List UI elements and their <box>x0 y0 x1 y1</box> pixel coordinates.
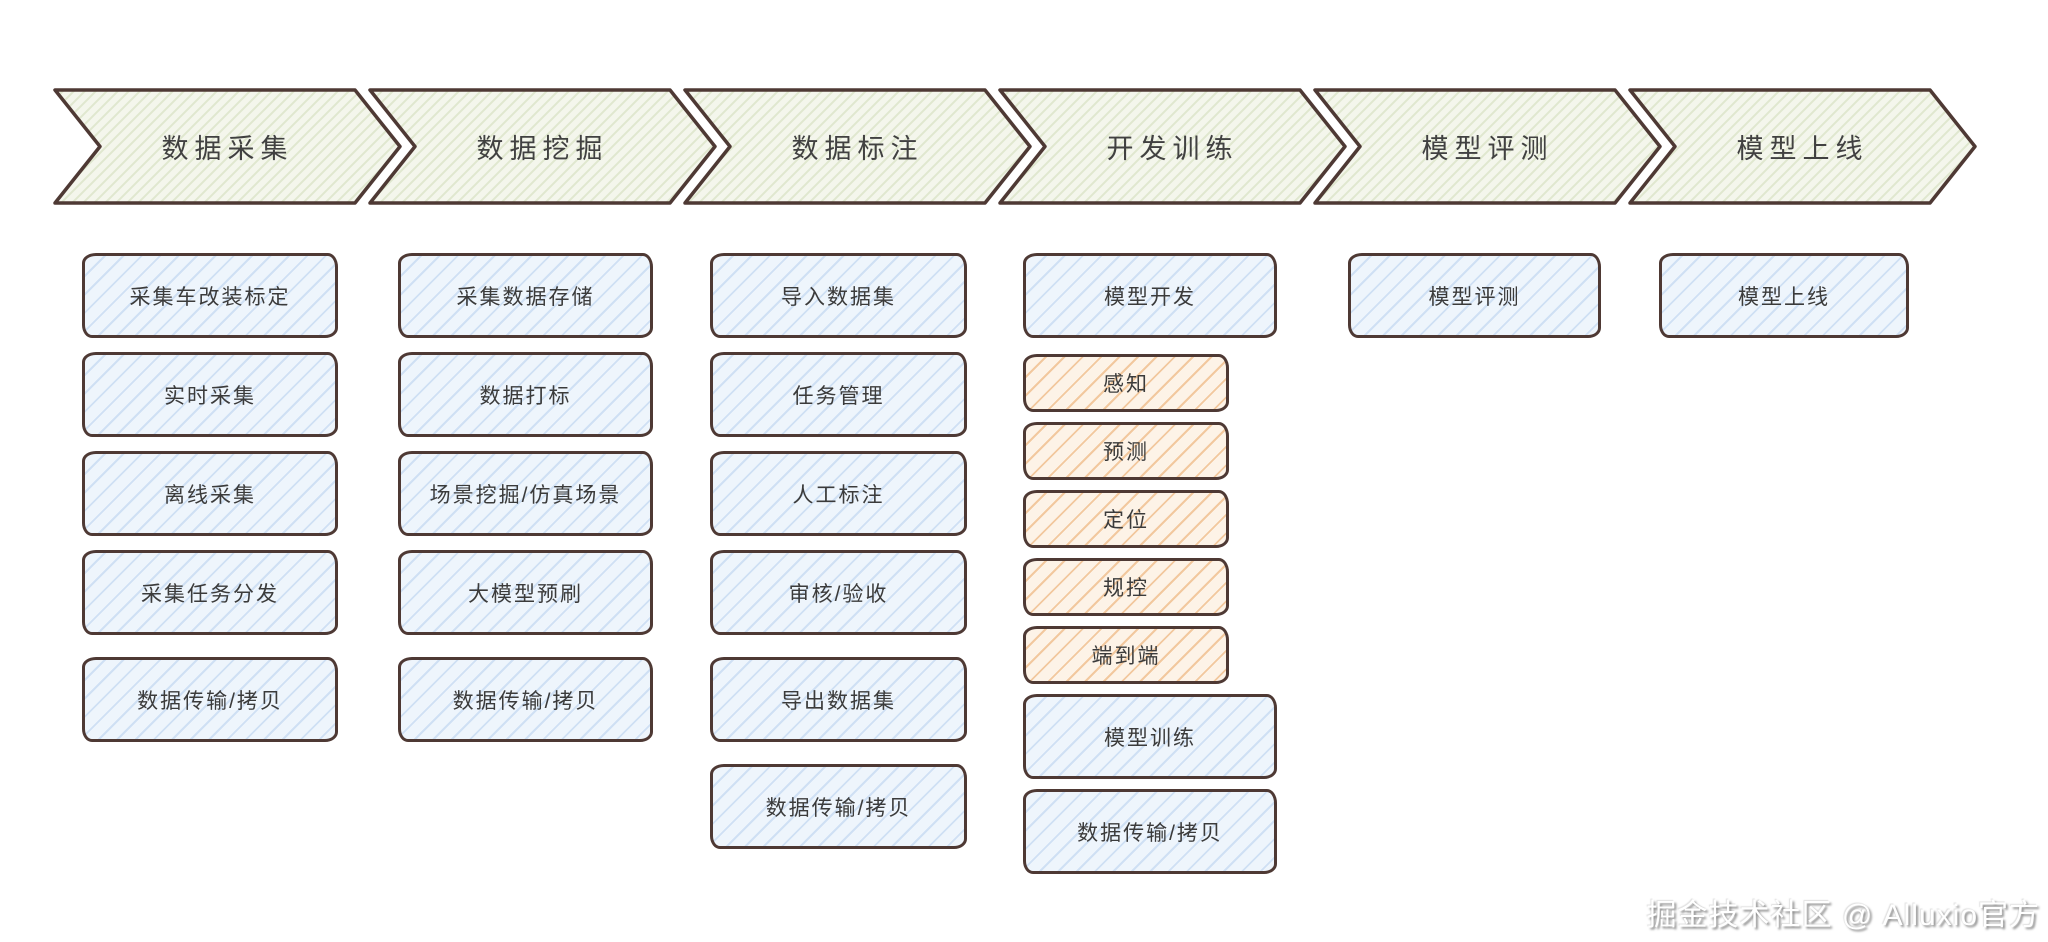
process-box-localization: 定位 <box>1023 490 1229 548</box>
column-dev-training: 模型开发 感知 预测 定位 规控 端到端 模型训练 数据传输/拷贝 <box>1023 253 1277 874</box>
process-box-planning-control: 规控 <box>1023 558 1229 616</box>
process-box: 数据打标 <box>398 352 653 437</box>
process-box-perception: 感知 <box>1023 354 1229 412</box>
column-data-collection: 采集车改装标定 实时采集 离线采集 采集任务分发 数据传输/拷贝 <box>82 253 338 742</box>
process-box: 大模型预刷 <box>398 550 653 635</box>
process-box: 导出数据集 <box>710 657 967 742</box>
stage-label-dev-training: 开发训练 <box>1106 134 1239 164</box>
stage-label-model-launch: 模型上线 <box>1736 134 1869 164</box>
process-box: 场景挖掘/仿真场景 <box>398 451 653 536</box>
column-data-mining: 采集数据存储 数据打标 场景挖掘/仿真场景 大模型预刷 数据传输/拷贝 <box>398 253 653 742</box>
process-box: 采集数据存储 <box>398 253 653 338</box>
process-box: 模型评测 <box>1348 253 1601 338</box>
process-box-end-to-end: 端到端 <box>1023 626 1229 684</box>
column-data-annotation: 导入数据集 任务管理 人工标注 审核/验收 导出数据集 数据传输/拷贝 <box>710 253 967 849</box>
process-box: 导入数据集 <box>710 253 967 338</box>
process-box: 审核/验收 <box>710 550 967 635</box>
process-box: 数据传输/拷贝 <box>82 657 338 742</box>
process-box: 模型开发 <box>1023 253 1277 338</box>
process-box: 模型上线 <box>1659 253 1909 338</box>
process-box: 数据传输/拷贝 <box>398 657 653 742</box>
process-box: 采集车改装标定 <box>82 253 338 338</box>
process-box: 实时采集 <box>82 352 338 437</box>
stage-label-model-evaluation: 模型评测 <box>1421 134 1554 164</box>
process-box-prediction: 预测 <box>1023 422 1229 480</box>
process-box: 数据传输/拷贝 <box>1023 789 1277 874</box>
process-box: 任务管理 <box>710 352 967 437</box>
column-model-launch: 模型上线 <box>1659 253 1909 338</box>
process-box: 模型训练 <box>1023 694 1277 779</box>
process-box: 离线采集 <box>82 451 338 536</box>
process-box: 数据传输/拷贝 <box>710 764 967 849</box>
column-model-evaluation: 模型评测 <box>1348 253 1601 338</box>
process-box: 采集任务分发 <box>82 550 338 635</box>
process-box: 人工标注 <box>710 451 967 536</box>
stage-label-data-mining: 数据挖掘 <box>476 134 609 164</box>
stage-label-data-annotation: 数据标注 <box>791 134 924 164</box>
watermark: 掘金技术社区 @ Alluxio官方 <box>1646 899 2040 932</box>
stage-label-data-collection: 数据采集 <box>161 134 294 164</box>
